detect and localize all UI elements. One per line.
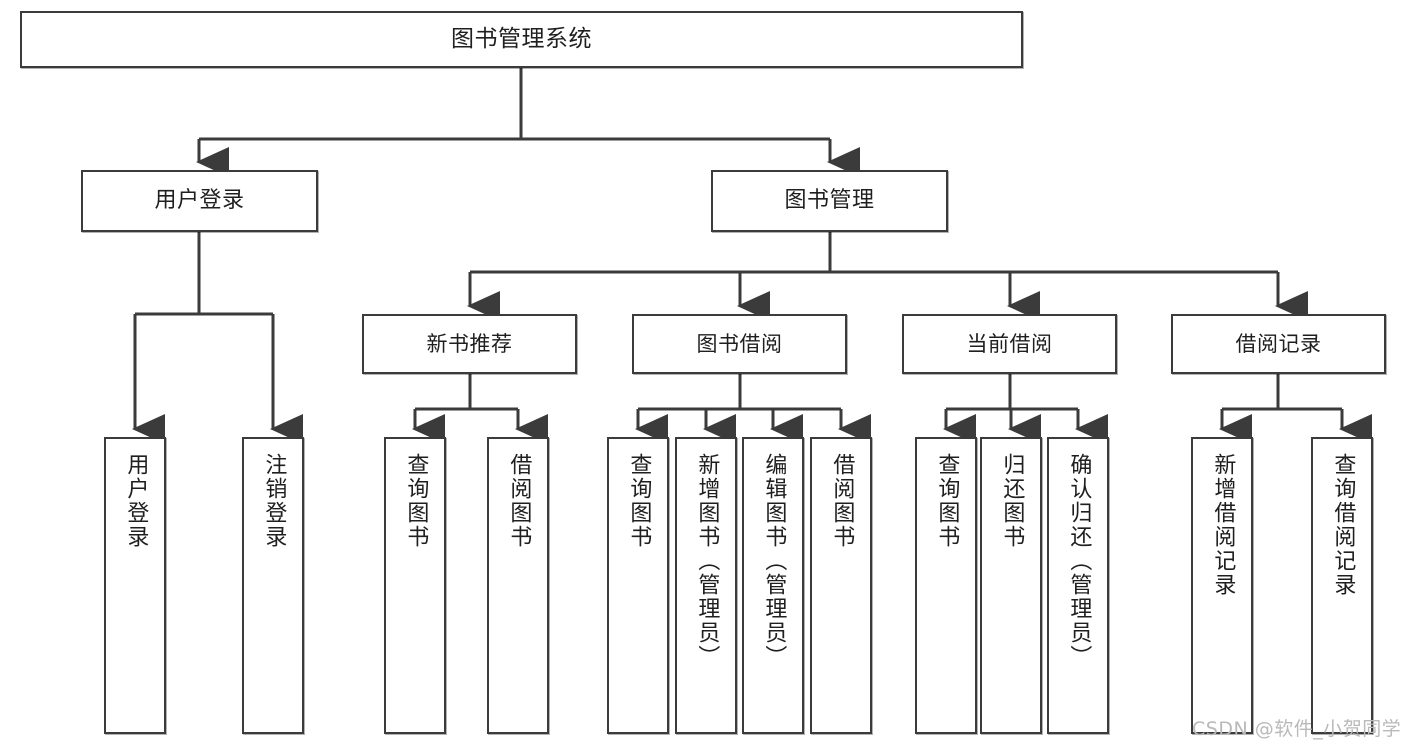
node-label: 确认归还（管理员） xyxy=(1066,453,1092,669)
node-label: 归还图书 xyxy=(999,453,1025,549)
node-label: 图书借阅 xyxy=(696,331,783,356)
node-label: 当前借阅 xyxy=(966,331,1053,356)
node-label: 新增借阅记录 xyxy=(1210,453,1236,597)
node-label: 借阅图书 xyxy=(829,453,855,549)
leaf-book-borrow-add[interactable]: 新增图书（管理员） xyxy=(675,437,737,734)
node-label: 用户登录 xyxy=(154,188,245,214)
leaf-current-borrow-return[interactable]: 归还图书 xyxy=(980,437,1042,734)
leaf-user-login-login[interactable]: 用户登录 xyxy=(104,437,166,734)
node-label: 借阅记录 xyxy=(1235,331,1322,356)
node-label: 注销登录 xyxy=(261,453,287,549)
node-label: 查询图书 xyxy=(403,453,429,549)
leaf-book-borrow-query[interactable]: 查询图书 xyxy=(607,437,669,734)
leaf-new-book-borrow[interactable]: 借阅图书 xyxy=(487,437,549,734)
leaf-borrow-record-query[interactable]: 查询借阅记录 xyxy=(1311,437,1373,734)
leaf-current-borrow-query[interactable]: 查询图书 xyxy=(915,437,977,734)
node-label: 图书管理 xyxy=(784,188,875,214)
node-label: 新增图书（管理员） xyxy=(694,453,720,669)
leaf-book-borrow-edit[interactable]: 编辑图书（管理员） xyxy=(742,437,804,734)
leaf-user-login-logout[interactable]: 注销登录 xyxy=(242,437,304,734)
leaf-current-borrow-confirm-return[interactable]: 确认归还（管理员） xyxy=(1047,437,1109,734)
leaf-book-borrow-borrow[interactable]: 借阅图书 xyxy=(810,437,872,734)
node-label: 用户登录 xyxy=(123,453,149,549)
node-label: 查询图书 xyxy=(934,453,960,549)
node-root-system[interactable]: 图书管理系统 xyxy=(20,11,1023,68)
node-label: 编辑图书（管理员） xyxy=(761,453,787,669)
node-new-book-recommend[interactable]: 新书推荐 xyxy=(362,314,577,374)
leaf-borrow-record-add[interactable]: 新增借阅记录 xyxy=(1191,437,1253,734)
leaf-new-book-query[interactable]: 查询图书 xyxy=(384,437,446,734)
node-label: 查询图书 xyxy=(626,453,652,549)
node-user-login[interactable]: 用户登录 xyxy=(81,170,318,232)
node-label: 新书推荐 xyxy=(426,331,513,356)
csdn-watermark: CSDN @软件_小贺同学 xyxy=(1192,718,1402,740)
node-book-management[interactable]: 图书管理 xyxy=(711,170,948,232)
node-borrow-record[interactable]: 借阅记录 xyxy=(1171,314,1386,374)
node-label: 查询借阅记录 xyxy=(1330,453,1356,597)
node-label: 图书管理系统 xyxy=(451,25,592,52)
node-label: 借阅图书 xyxy=(506,453,532,549)
node-book-borrow[interactable]: 图书借阅 xyxy=(632,314,847,374)
node-current-borrow[interactable]: 当前借阅 xyxy=(902,314,1117,374)
